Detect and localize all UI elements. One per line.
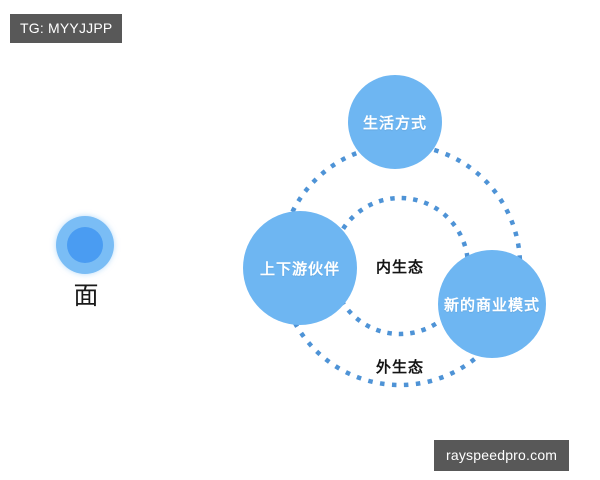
node-business-model[interactable]: 新的商业模式 xyxy=(438,250,546,358)
legend-group: 面 xyxy=(56,216,116,316)
node-partners[interactable]: 上下游伙伴 xyxy=(243,211,357,325)
watermark-bottom-right: rayspeedpro.com xyxy=(434,440,570,471)
node-lifestyle-label: 生活方式 xyxy=(362,114,427,132)
marker-core-icon xyxy=(67,227,103,263)
filled-circle-marker-icon xyxy=(56,216,114,274)
inner-ecosystem-label: 内生态 xyxy=(375,259,424,276)
node-business-model-label: 新的商业模式 xyxy=(443,296,540,314)
watermark-top-left: TG: MYYJJPP xyxy=(10,14,123,43)
legend-label: 面 xyxy=(73,282,99,310)
node-partners-label: 上下游伙伴 xyxy=(259,260,340,278)
outer-ecosystem-label: 外生态 xyxy=(375,359,424,376)
node-lifestyle[interactable]: 生活方式 xyxy=(348,75,442,169)
